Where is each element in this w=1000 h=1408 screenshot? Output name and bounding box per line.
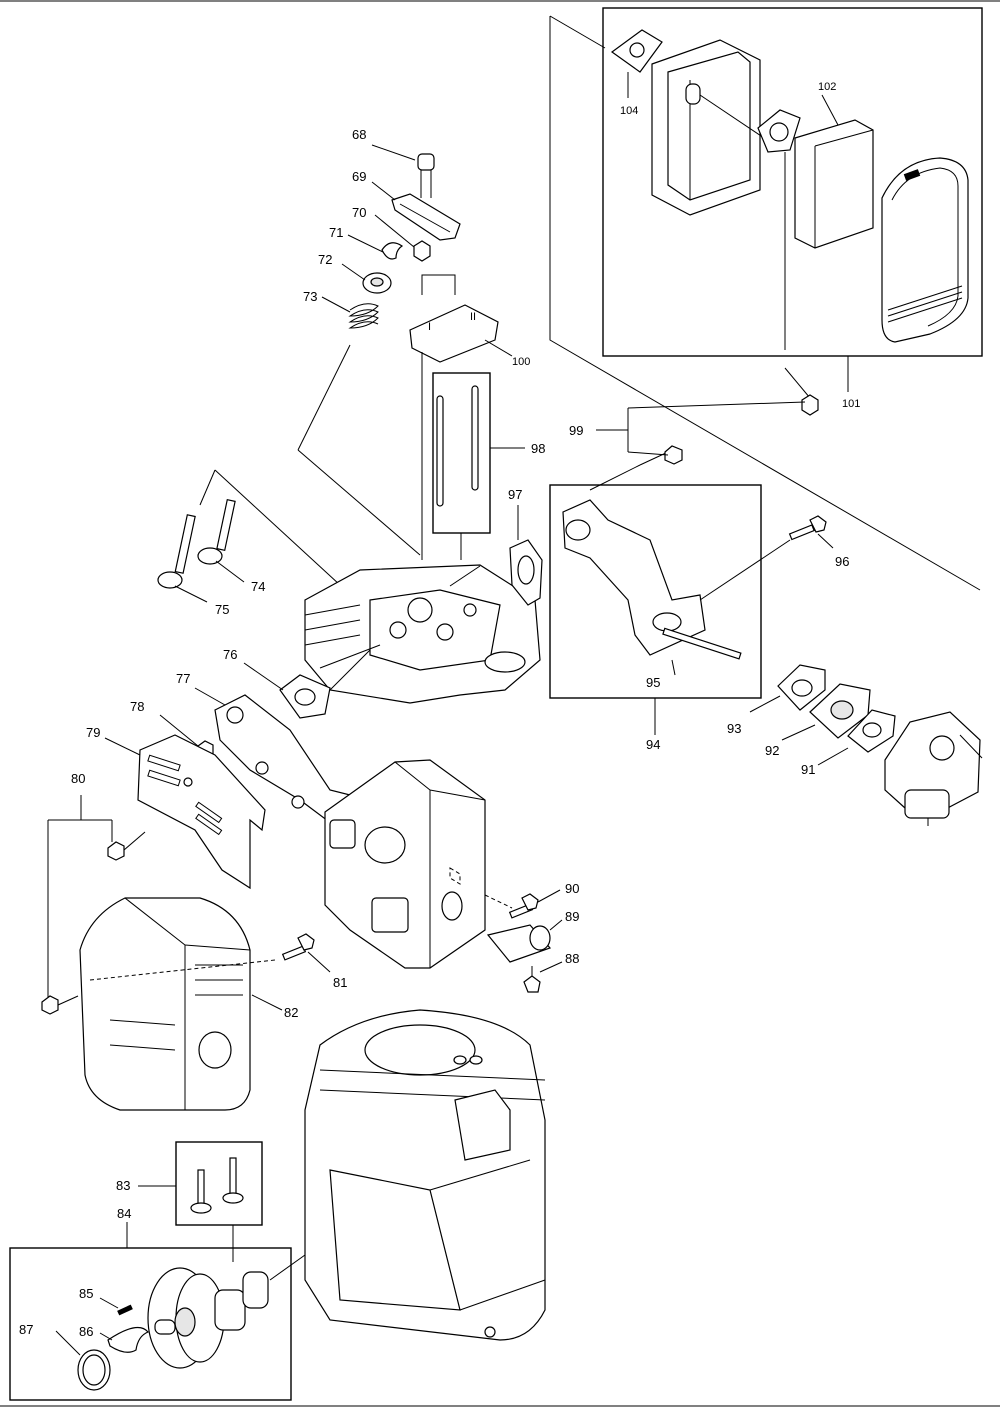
circlip-87-part	[55, 1330, 111, 1391]
crankcase-part	[304, 1009, 546, 1341]
callout-104: 104	[620, 105, 638, 117]
air-cleaner-case-part	[651, 39, 783, 216]
gasket-91-part	[817, 709, 896, 766]
callout-100: 100	[512, 356, 530, 368]
screw-88-part	[523, 961, 563, 993]
bolt-96-part	[699, 515, 834, 601]
spark-arrester-89-part	[486, 919, 563, 963]
bolt-80-part	[41, 795, 146, 1015]
carburetor-part	[884, 711, 983, 826]
gasket-76-part	[243, 649, 371, 719]
tappet-box	[175, 1141, 263, 1226]
callout-69: 69	[352, 169, 366, 184]
gasket-93-part	[749, 664, 826, 713]
callout-90: 90	[565, 881, 579, 896]
callout-94: 94	[646, 737, 660, 752]
muffler-cover-82-part	[79, 897, 283, 1111]
air-filter-element-part	[794, 94, 874, 249]
head-plate-100-part: I II	[409, 274, 513, 560]
callout-74: 74	[251, 579, 265, 594]
valve-collet-71-part	[347, 234, 404, 260]
callout-75: 75	[215, 602, 229, 617]
callout-92: 92	[765, 743, 779, 758]
pin-85-part	[99, 1297, 133, 1316]
callout-89: 89	[565, 909, 579, 924]
callout-84: 84	[117, 1206, 131, 1221]
intake-manifold-94-part	[562, 499, 706, 656]
nut-70-part	[374, 214, 431, 262]
filter-gasket-part	[757, 109, 801, 350]
callout-labels: 68 69 70 71 72 73 74 75 76 77 78 79 80 8…	[19, 81, 860, 1339]
callout-81: 81	[333, 975, 347, 990]
callout-76: 76	[223, 647, 237, 662]
valves-group	[157, 469, 341, 603]
air-cleaner-cover-part	[881, 157, 969, 343]
callout-95: 95	[646, 675, 660, 690]
stud-95-part	[662, 627, 742, 676]
intake-group	[509, 401, 983, 826]
callout-83: 83	[116, 1178, 130, 1193]
air-cleaner-box	[602, 7, 983, 357]
callout-88: 88	[565, 951, 579, 966]
bolt-68-part	[371, 144, 435, 198]
callout-80: 80	[71, 771, 85, 786]
tappet-83-part	[190, 1157, 244, 1214]
callout-102: 102	[818, 81, 836, 93]
valve-spring-73-part	[297, 296, 421, 556]
callout-70: 70	[352, 205, 366, 220]
nut-101-part	[784, 367, 819, 416]
camshaft-box	[9, 1247, 292, 1401]
push-rod-98-part	[432, 372, 525, 560]
spring-retainer-72-part	[341, 263, 392, 294]
rocker-arm-69-part	[371, 181, 461, 241]
callout-71: 71	[329, 225, 343, 240]
intake-valve-74-part	[197, 499, 245, 583]
muffler-body-part	[324, 759, 486, 969]
callout-73: 73	[303, 289, 317, 304]
callout-98: 98	[531, 441, 545, 456]
insulator-92-part	[781, 683, 871, 741]
callout-68: 68	[352, 127, 366, 142]
callout-99: 99	[569, 423, 583, 438]
bolt-90-part	[484, 889, 561, 919]
gasket-104-part	[610, 29, 663, 98]
callout-72: 72	[318, 252, 332, 267]
svg-text:I: I	[428, 321, 431, 333]
callout-101: 101	[842, 398, 860, 410]
cylinder-head-part	[304, 564, 541, 704]
valve-train-group: I II	[297, 144, 525, 560]
callout-91: 91	[801, 762, 815, 777]
svg-text:II: II	[470, 311, 476, 323]
muffler-group	[41, 649, 563, 1111]
heat-shield-79-part	[104, 734, 266, 890]
tappets-group	[138, 1141, 263, 1262]
callout-85: 85	[79, 1286, 93, 1301]
callout-82: 82	[284, 1005, 298, 1020]
gasket-97-part	[509, 505, 543, 606]
callout-77: 77	[176, 671, 190, 686]
bolt-81-part	[281, 933, 331, 973]
weight-86-part	[99, 1326, 149, 1353]
callout-79: 79	[86, 725, 100, 740]
callout-86: 86	[79, 1324, 93, 1339]
camshaft-group	[9, 1222, 306, 1401]
callout-93: 93	[727, 721, 741, 736]
callout-87: 87	[19, 1322, 33, 1337]
air-cleaner-group	[549, 7, 983, 591]
callout-96: 96	[835, 554, 849, 569]
exhaust-pipe-77-part	[194, 687, 371, 831]
camshaft-84-part	[147, 1254, 306, 1369]
callout-97: 97	[508, 487, 522, 502]
callout-78: 78	[130, 699, 144, 714]
exhaust-valve-75-part	[157, 514, 208, 603]
